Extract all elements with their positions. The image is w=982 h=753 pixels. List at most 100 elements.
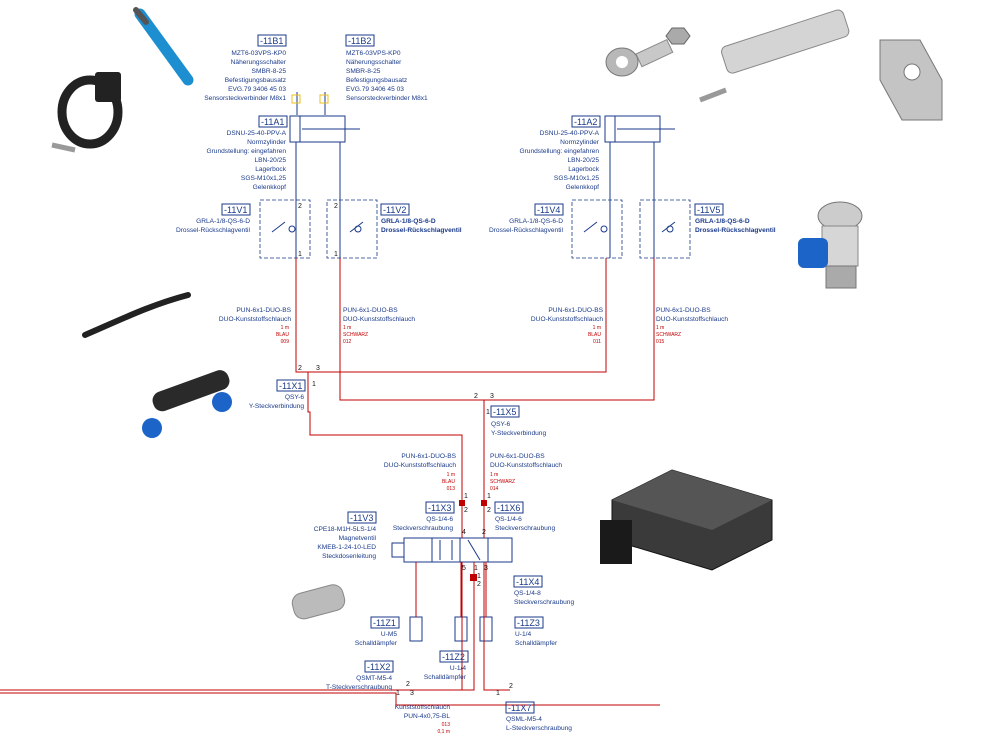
valve-v1-symbol[interactable] (259, 199, 311, 259)
tube-line: PUN-6x1-DUO-BS (656, 307, 711, 314)
tube-spec: 1 m (656, 325, 664, 331)
tube-spec: 009 (281, 339, 290, 345)
port-label: 1 (496, 690, 500, 697)
port-label: 2 (298, 203, 302, 210)
tube-line: PUN-6x1-DUO-BS (343, 307, 398, 314)
tube-line: DUO-Kunststoffschlauch (219, 316, 291, 323)
x2-line: T-Steckverschraubung (326, 684, 392, 691)
z3-line: Schalldämpfer (515, 640, 558, 647)
port-label: 1 (464, 493, 468, 500)
cylinder-a1-symbol[interactable] (289, 115, 360, 200)
photo-flow-control-valve (798, 201, 863, 289)
port-label: 3 (316, 365, 320, 372)
v4-line: Drossel-Rückschlagventil (489, 227, 564, 234)
tube-spec: 013 (447, 486, 456, 492)
b1-line: Sensorsteckverbinder M8x1 (204, 95, 286, 102)
tube-spec: 1 m (343, 325, 351, 331)
label-x1: -11X1 QSY-6 Y-Steckverbindung 2 3 1 (249, 365, 320, 410)
label-v3: -11V3 CPE18-M1H-5LS-1/4 Magnetventil KME… (314, 511, 488, 572)
v3-line: Steckdosenleitung (322, 553, 376, 560)
x5-line: QSY-6 (491, 421, 511, 428)
port-label: 1 (396, 690, 400, 697)
tag-v4: -11V4 (537, 205, 560, 215)
label-a2: -11A2 DSNU-25-40-PPV-A Normzylinder Grun… (519, 115, 601, 191)
x1-line: QSY-6 (285, 394, 305, 401)
a1-line: DSNU-25-40-PPV-A (227, 130, 287, 137)
tube-spec: 1 m (490, 472, 498, 478)
a1-line: Normzylinder (247, 139, 287, 146)
a2-line: DSNU-25-40-PPV-A (540, 130, 600, 137)
a1-line: SGS-M10x1,25 (241, 175, 286, 182)
label-tube-t5: PUN-6x1-DUO-BS DUO-Kunststoffschlauch 1 … (384, 453, 457, 492)
x5-line: Y-Steckverbindung (491, 430, 546, 437)
b2-line: MZT6-03VPS-KP0 (346, 50, 401, 57)
a1-line: LBN-20/25 (254, 157, 286, 164)
tube-spec: 1 m (447, 472, 455, 478)
photo-solenoid-valve (600, 469, 773, 571)
sensor-b1-symbol[interactable] (291, 92, 301, 115)
photo-proximity-sensor (133, 7, 194, 86)
v2-line: Drossel-Rückschlagventil (381, 227, 462, 234)
tube-spec: 014 (490, 486, 499, 492)
tube-line: Kunststoffschlauch (395, 704, 451, 711)
valve-port-labels: 2 1 2 1 (298, 203, 338, 258)
x3-line: QS-1/4-6 (426, 516, 453, 523)
port-label: 2 (482, 529, 486, 536)
port-label: 2 (477, 581, 481, 588)
z1-line: Schalldämpfer (355, 640, 398, 647)
tag-x1: -11X1 (279, 381, 302, 391)
valve-v5-symbol[interactable] (639, 199, 691, 259)
port-label: 5 (462, 565, 466, 572)
port-label: 1 (477, 573, 481, 580)
a2-line: Gelenkkopf (566, 184, 600, 191)
label-z2: -11Z2 U-1/4 Schalldämpfer (424, 650, 469, 681)
tube-spec: 1 m (281, 325, 289, 331)
valve-v2-symbol[interactable] (326, 199, 378, 259)
tag-v2: -11V2 (383, 205, 406, 215)
tube-spec: 013 (442, 722, 451, 728)
port-label: 4 (462, 529, 466, 536)
v5-line: GRLA-1/8-QS-6-D (695, 218, 750, 225)
x6-line: QS-1/4-6 (495, 516, 522, 523)
tube-spec: BLAU (442, 479, 455, 485)
label-tube-t2: PUN-6x1-DUO-BS DUO-Kunststoffschlauch 1 … (343, 307, 415, 345)
z2-line: Schalldämpfer (424, 674, 467, 681)
photo-cylinder (699, 9, 850, 103)
a2-line: Lagerbock (568, 166, 599, 173)
tag-b2: -11B2 (348, 36, 371, 46)
label-x4: -11X4 QS-1/4-8 Steckverschraubung 1 2 (477, 573, 574, 606)
sensor-b2-symbol[interactable] (319, 92, 329, 115)
b2-line: Sensorsteckverbinder M8x1 (346, 95, 428, 102)
valve-v3-symbol[interactable] (391, 537, 513, 563)
label-tube-t1: PUN-6x1-DUO-BS DUO-Kunststoffschlauch 1 … (219, 307, 292, 345)
tube-spec: SCHWARZ (490, 479, 515, 485)
silencer-z1-symbol[interactable] (409, 616, 423, 642)
port-label: 3 (490, 393, 494, 400)
x7-line: L-Steckverschraubung (506, 725, 572, 732)
a1-line: Grundstellung: eingefahren (206, 148, 286, 155)
tag-x3: -11X3 (428, 503, 451, 513)
silencer-z2-symbol[interactable] (454, 616, 468, 642)
port-label: 2 (334, 203, 338, 210)
tag-x5: -11X5 (493, 407, 516, 417)
v3-line: Magnetventil (339, 535, 377, 542)
tube-line: PUN-6x1-DUO-BS (548, 307, 603, 314)
label-v4: -11V4 GRLA-1/8-QS-6-D Drossel-Rückschlag… (489, 203, 564, 234)
port-label: 1 (474, 565, 478, 572)
tag-a2: -11A2 (574, 117, 597, 127)
v3-line: CPE18-M1H-5LS-1/4 (314, 526, 377, 533)
x6-line: Steckverschraubung (495, 525, 555, 532)
tag-v3: -11V3 (350, 513, 373, 523)
v2-line: GRLA-1/8-QS-6-D (381, 218, 436, 225)
label-x3: -11X3 QS-1/4-6 Steckverschraubung 1 2 (393, 493, 468, 532)
valve-v4-symbol[interactable] (571, 199, 623, 259)
port-label: 1 (312, 381, 316, 388)
tube-line: PUN-6x1-DUO-BS (490, 453, 545, 460)
cylinder-a2-symbol[interactable] (604, 115, 675, 200)
label-x2: -11X2 QSMT-M5-4 T-Steckverschraubung 2 1… (326, 660, 414, 697)
port-label: 3 (484, 565, 488, 572)
tube-line: PUN-4x0,75-BL (404, 713, 451, 720)
silencer-z3-symbol[interactable] (479, 616, 493, 642)
tag-z2: -11Z2 (442, 652, 465, 662)
